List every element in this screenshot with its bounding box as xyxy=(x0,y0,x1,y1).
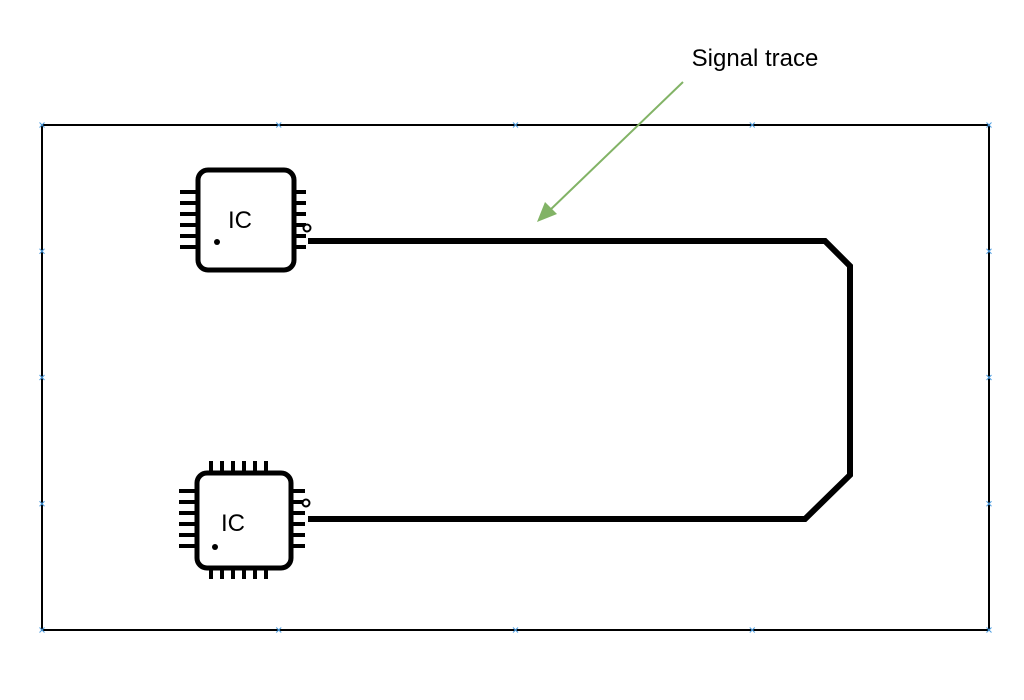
ic-bottom-output-pin xyxy=(301,498,311,508)
connection-point-marker xyxy=(512,627,519,633)
ic-top-body xyxy=(195,167,297,273)
ic-top-label: IC xyxy=(228,207,252,234)
ic-bottom-pin1-dot xyxy=(212,544,218,550)
ic-bottom-pins-left xyxy=(179,489,195,548)
connection-point-marker xyxy=(39,500,45,507)
arrowhead-icon xyxy=(537,202,557,222)
ic-chip-top[interactable]: IC xyxy=(180,167,312,273)
signal-trace[interactable] xyxy=(308,238,853,522)
connection-point-marker xyxy=(986,122,992,128)
signal-trace-label[interactable]: Signal trace xyxy=(692,45,819,72)
ic-bottom-label: IC xyxy=(221,510,245,537)
connection-point-marker xyxy=(39,248,45,255)
connection-point-marker xyxy=(39,627,45,633)
connection-point-marker xyxy=(986,374,992,381)
connection-point-marker xyxy=(749,122,756,128)
ic-top-pins-left xyxy=(180,190,196,249)
ic-top-output-pin xyxy=(302,223,312,233)
signal-trace-annotation-arrow xyxy=(537,81,684,222)
connection-point-marker xyxy=(986,248,992,255)
connection-point-marker xyxy=(749,627,756,633)
connection-point-marker xyxy=(275,122,282,128)
connection-point-marker xyxy=(986,500,992,507)
ic-top-pin1-dot xyxy=(214,239,220,245)
ic-bottom-body xyxy=(194,470,294,571)
board-outline[interactable] xyxy=(41,124,990,631)
ic-chip-bottom[interactable]: IC xyxy=(179,461,311,579)
connection-point-marker xyxy=(275,627,282,633)
connection-points xyxy=(39,122,992,633)
connection-point-marker xyxy=(39,122,45,128)
connection-point-marker xyxy=(986,627,992,633)
connection-point-marker xyxy=(512,122,519,128)
connection-point-marker xyxy=(39,374,45,381)
